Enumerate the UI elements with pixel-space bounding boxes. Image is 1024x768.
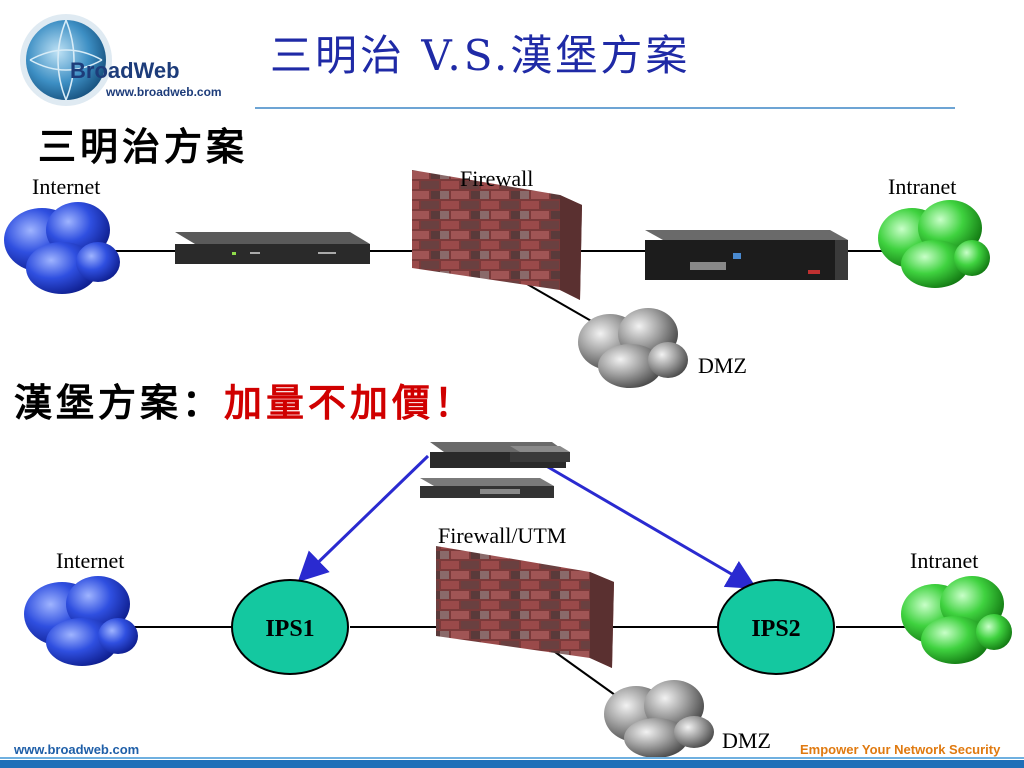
internet-label: Internet [32,174,100,199]
sandwich-dmz-link [519,279,601,327]
firewall-label: Firewall [460,166,533,191]
dmz-label: DMZ [698,353,747,378]
intranet-cloud-icon [878,200,990,288]
footer-accent [0,757,1024,759]
arrow-to-ips2 [535,458,758,590]
footer-slogan: Empower Your Network Security [800,742,1001,757]
dmz-cloud-icon [578,308,688,388]
hamburger-heading-prefix: 漢堡方案： [14,380,225,425]
dmz-label-2: DMZ [722,728,771,753]
firewall-utm-label: Firewall/UTM [438,523,566,548]
sandwich-heading: 三明治方案 [38,124,249,169]
ips1-node [231,579,349,675]
broadweb-logo [20,14,112,106]
appliance-icon [175,232,370,264]
logo-url: www.broadweb.com [106,85,222,99]
logo-name: BroadWeb [70,58,180,83]
internet-cloud-icon [4,202,120,294]
dmz-cloud-icon-2 [604,680,714,758]
internet-label-2: Internet [56,548,124,573]
hamburger-heading: 漢堡方案：加量不加價！ [14,372,476,427]
netkeeper-appliance-icon [645,230,848,280]
ips2-label: IPS2 [751,616,800,642]
ips2-node [717,579,835,675]
firewall-utm-icon [436,546,614,668]
intranet-cloud-icon-2 [901,576,1012,664]
footer-bar [0,760,1024,768]
hamburger-heading-highlight: 加量不加價！ [224,380,477,425]
internet-cloud-icon-2 [24,576,138,666]
intranet-label-2: Intranet [910,548,978,573]
ips-appliance-stack-icon [420,442,570,498]
ips1-label: IPS1 [265,616,314,642]
intranet-label: Intranet [888,174,956,199]
page-title: 三明治 V.S.漢堡方案 [270,31,691,80]
footer-url[interactable]: www.broadweb.com [14,742,140,757]
firewall-icon [412,170,582,300]
hamburger-dmz-link [554,651,623,701]
arrow-to-ips1 [297,454,430,583]
